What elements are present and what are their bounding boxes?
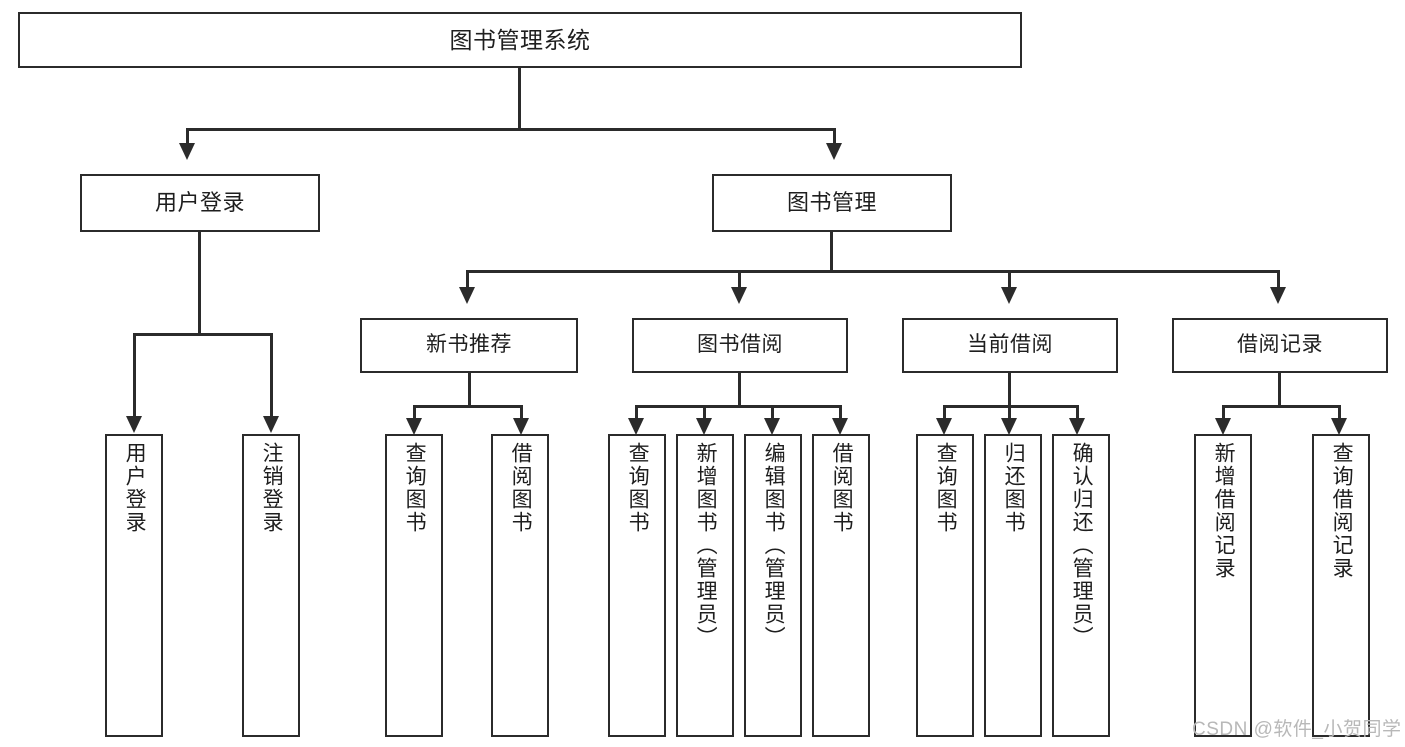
leaf-query-book-current[interactable]: 查询图书 bbox=[916, 434, 974, 737]
connector-br-to-leaf-1 bbox=[1222, 405, 1225, 421]
leaf-logout[interactable]: 注销登录 bbox=[242, 434, 300, 737]
node-book-borrow[interactable]: 图书借阅 bbox=[632, 318, 848, 373]
leaf-add-borrow-record[interactable]: 新增借阅记录 bbox=[1194, 434, 1252, 737]
arrowhead-cb-to-leaf-3 bbox=[1069, 418, 1085, 435]
arrowhead-cb-to-leaf-2 bbox=[1001, 418, 1017, 435]
connector-to-current-borrow bbox=[1008, 270, 1011, 290]
connector-root-to-user-login bbox=[186, 128, 189, 146]
arrowhead-user-login-to-leaf-2 bbox=[263, 416, 279, 433]
leaf-query-book-recommend[interactable]: 查询图书 bbox=[385, 434, 443, 737]
leaf-confirm-return-admin[interactable]: 确认归还（管理员） bbox=[1052, 434, 1110, 737]
leaf-label: 查询图书 bbox=[934, 442, 958, 534]
leaf-label: 查询图书 bbox=[403, 442, 427, 534]
leaf-label: 用户登录 bbox=[123, 442, 147, 534]
connector-user-login-to-leaf-2 bbox=[270, 333, 273, 419]
connector-bb-to-leaf-4 bbox=[839, 405, 842, 421]
arrowhead-bb-to-leaf-2 bbox=[696, 418, 712, 435]
leaf-label: 查询图书 bbox=[626, 442, 650, 534]
arrowhead-to-book-borrow bbox=[731, 287, 747, 304]
connector-cb-to-leaf-3 bbox=[1076, 405, 1079, 421]
connector-cb-to-leaf-1 bbox=[943, 405, 946, 421]
connector-nbr-to-leaf-2 bbox=[520, 405, 523, 421]
leaf-query-book-borrow[interactable]: 查询图书 bbox=[608, 434, 666, 737]
connector-book-borrow-stem bbox=[738, 373, 741, 407]
connector-to-new-book-recommend bbox=[466, 270, 469, 290]
arrowhead-bb-to-leaf-1 bbox=[628, 418, 644, 435]
connector-br-to-leaf-2 bbox=[1338, 405, 1341, 421]
connector-book-management-stem bbox=[830, 232, 833, 272]
arrowhead-cb-to-leaf-1 bbox=[936, 418, 952, 435]
node-label: 借阅记录 bbox=[1237, 333, 1323, 357]
leaf-label: 注销登录 bbox=[260, 442, 284, 534]
leaf-query-borrow-record[interactable]: 查询借阅记录 bbox=[1312, 434, 1370, 737]
arrowhead-to-borrow-record bbox=[1270, 287, 1286, 304]
arrowhead-nbr-to-leaf-1 bbox=[406, 418, 422, 435]
connector-bb-to-leaf-3 bbox=[771, 405, 774, 421]
leaf-label: 归还图书 bbox=[1002, 442, 1026, 534]
leaf-add-book-admin[interactable]: 新增图书（管理员） bbox=[676, 434, 734, 737]
arrowhead-br-to-leaf-1 bbox=[1215, 418, 1231, 435]
node-current-borrow[interactable]: 当前借阅 bbox=[902, 318, 1118, 373]
node-label: 新书推荐 bbox=[426, 333, 512, 357]
node-new-book-recommend[interactable]: 新书推荐 bbox=[360, 318, 578, 373]
arrowhead-bb-to-leaf-3 bbox=[764, 418, 780, 435]
arrowhead-br-to-leaf-2 bbox=[1331, 418, 1347, 435]
connector-to-borrow-record bbox=[1277, 270, 1280, 290]
connector-bb-to-leaf-1 bbox=[635, 405, 638, 421]
arrowhead-root-to-book-management bbox=[826, 143, 842, 160]
connector-user-login-to-leaf-1 bbox=[133, 333, 136, 419]
leaf-return-book[interactable]: 归还图书 bbox=[984, 434, 1042, 737]
leaf-label: 编辑图书（管理员） bbox=[762, 442, 786, 649]
connector-borrow-record-stem bbox=[1278, 373, 1281, 407]
arrowhead-root-to-user-login bbox=[179, 143, 195, 160]
connector-user-login-bar bbox=[133, 333, 273, 336]
leaf-edit-book-admin[interactable]: 编辑图书（管理员） bbox=[744, 434, 802, 737]
node-book-management[interactable]: 图书管理 bbox=[712, 174, 952, 232]
leaf-label: 确认归还（管理员） bbox=[1070, 442, 1094, 649]
arrowhead-bb-to-leaf-4 bbox=[832, 418, 848, 435]
node-borrow-record[interactable]: 借阅记录 bbox=[1172, 318, 1388, 373]
connector-cb-to-leaf-2 bbox=[1008, 405, 1011, 421]
connector-to-book-borrow bbox=[738, 270, 741, 290]
node-label: 当前借阅 bbox=[967, 333, 1053, 357]
arrowhead-user-login-to-leaf-1 bbox=[126, 416, 142, 433]
leaf-borrow-book-recommend[interactable]: 借阅图书 bbox=[491, 434, 549, 737]
leaf-label: 新增图书（管理员） bbox=[694, 442, 718, 649]
arrowhead-nbr-to-leaf-2 bbox=[513, 418, 529, 435]
leaf-label: 借阅图书 bbox=[830, 442, 854, 534]
connector-new-book-recommend-bar bbox=[413, 405, 523, 408]
leaf-borrow-book[interactable]: 借阅图书 bbox=[812, 434, 870, 737]
node-label: 图书管理系统 bbox=[449, 26, 591, 53]
connector-nbr-to-leaf-1 bbox=[413, 405, 416, 421]
arrowhead-to-current-borrow bbox=[1001, 287, 1017, 304]
leaf-label: 借阅图书 bbox=[509, 442, 533, 534]
leaf-label: 新增借阅记录 bbox=[1212, 442, 1236, 580]
leaf-user-login[interactable]: 用户登录 bbox=[105, 434, 163, 737]
connector-bb-to-leaf-2 bbox=[703, 405, 706, 421]
leaf-label: 查询借阅记录 bbox=[1330, 442, 1354, 580]
node-book-management-system[interactable]: 图书管理系统 bbox=[18, 12, 1022, 68]
node-label: 用户登录 bbox=[154, 190, 245, 216]
arrowhead-to-new-book-recommend bbox=[459, 287, 475, 304]
connector-borrow-record-bar bbox=[1222, 405, 1341, 408]
node-label: 图书借阅 bbox=[697, 333, 783, 357]
connector-root-stem bbox=[518, 68, 521, 130]
connector-level3-bar bbox=[466, 270, 1280, 273]
connector-user-login-stem bbox=[198, 232, 201, 335]
connector-root-bar bbox=[186, 128, 836, 131]
connector-current-borrow-stem bbox=[1008, 373, 1011, 407]
connector-new-book-recommend-stem bbox=[468, 373, 471, 407]
node-label: 图书管理 bbox=[786, 190, 877, 216]
connector-book-borrow-bar bbox=[635, 405, 842, 408]
node-user-login[interactable]: 用户登录 bbox=[80, 174, 320, 232]
connector-root-to-book-management bbox=[833, 128, 836, 146]
